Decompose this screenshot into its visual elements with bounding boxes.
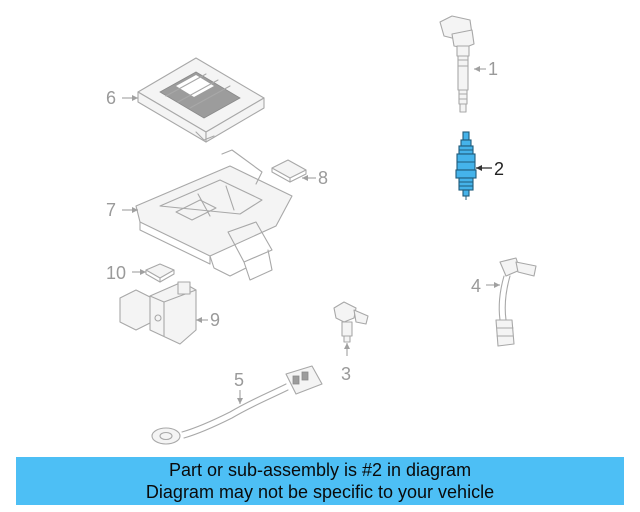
callout-5-arrow <box>237 398 243 404</box>
banner-line-1: Part or sub-assembly is #2 in diagram <box>168 460 472 480</box>
part-2-spark-plug[interactable] <box>455 131 477 200</box>
callout-8-arrow <box>302 175 308 181</box>
part-10-pad[interactable] <box>145 263 175 283</box>
part-6-control-module[interactable] <box>137 57 265 143</box>
banner-line-2: Diagram may not be specific to your vehi… <box>145 482 495 502</box>
callout-3-label[interactable]: 3 <box>341 364 351 384</box>
callout-4-label[interactable]: 4 <box>471 276 481 296</box>
callout-3-arrow <box>344 343 350 349</box>
callout-4-arrow <box>494 282 500 288</box>
callout-7-arrow <box>132 207 138 213</box>
part-5-wiring-harness[interactable] <box>151 365 323 445</box>
info-banner: Part or sub-assembly is #2 in diagram Di… <box>16 457 624 505</box>
callout-2-arrow <box>476 165 482 171</box>
callout-6-arrow <box>132 95 138 101</box>
callout-7-label[interactable]: 7 <box>106 200 116 220</box>
callout-5-label[interactable]: 5 <box>234 370 244 390</box>
callout-9-label[interactable]: 9 <box>210 310 220 330</box>
callout-8-label[interactable]: 8 <box>318 168 328 188</box>
callout-2-label[interactable]: 2 <box>494 159 504 179</box>
part-7-bracket[interactable] <box>135 149 293 281</box>
callout-1-label[interactable]: 1 <box>488 59 498 79</box>
callout-10-arrow <box>140 269 146 275</box>
part-1-ignition-coil[interactable] <box>439 15 475 113</box>
part-4-sensor-lead[interactable] <box>495 257 537 347</box>
part-8-pad[interactable] <box>271 159 307 183</box>
part-9-module-bracket[interactable] <box>119 281 197 345</box>
callout-9-arrow <box>196 317 202 323</box>
part-3-sensor[interactable] <box>333 301 369 343</box>
callout-6-label[interactable]: 6 <box>106 88 116 108</box>
parts-diagram: 1 2 3 4 <box>106 15 537 445</box>
callout-10-label[interactable]: 10 <box>106 263 126 283</box>
callout-1-arrow <box>474 66 480 72</box>
